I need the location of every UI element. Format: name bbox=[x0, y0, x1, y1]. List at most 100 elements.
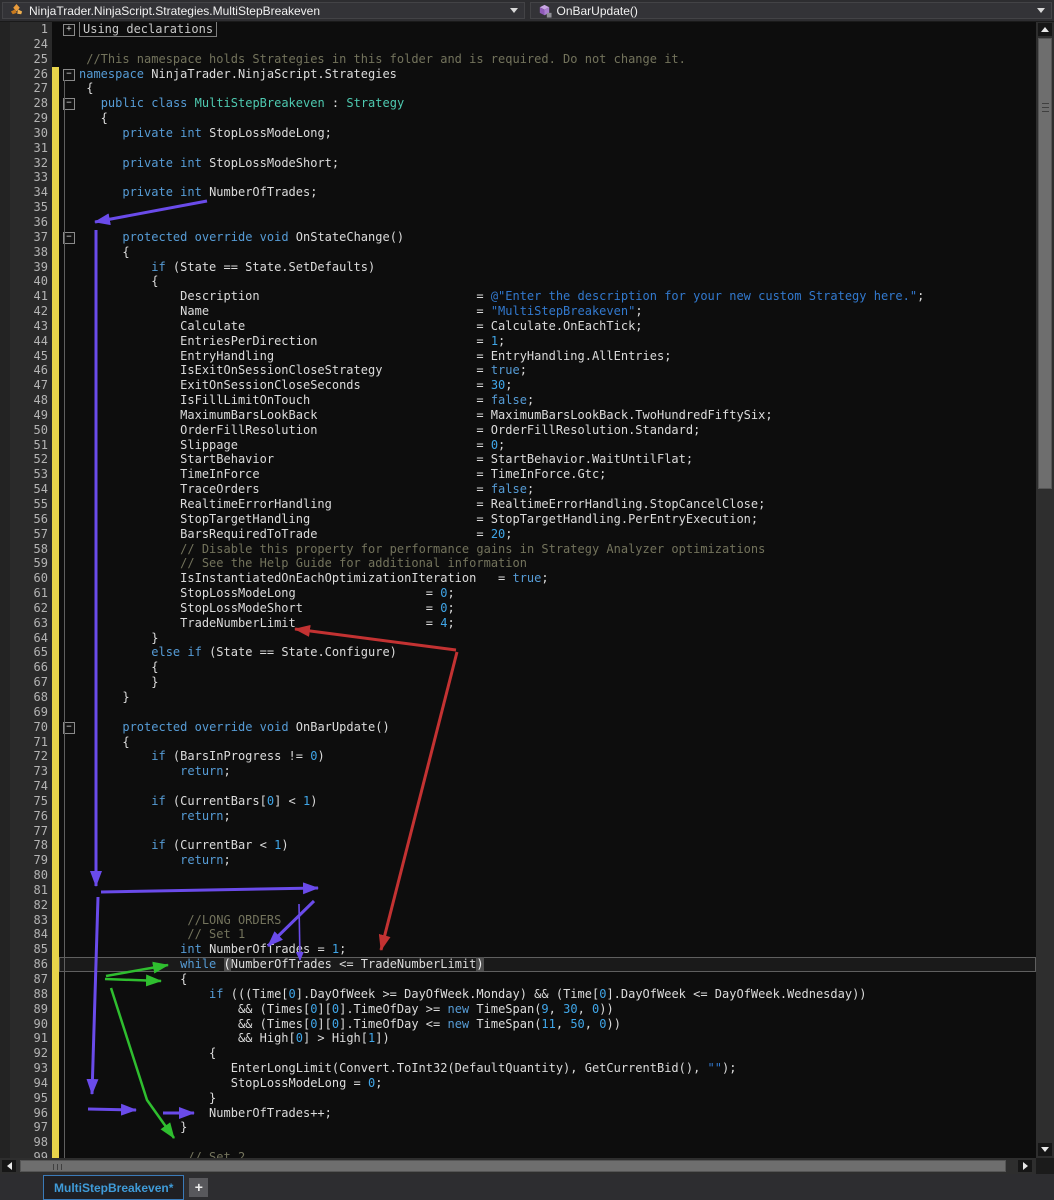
new-tab-button[interactable]: + bbox=[189, 1178, 209, 1197]
horizontal-scrollbar[interactable] bbox=[0, 1158, 1036, 1174]
fold-marker[interactable]: − bbox=[63, 721, 75, 734]
code-line-79[interactable]: 79 return; bbox=[0, 853, 1036, 869]
fold-marker[interactable]: − bbox=[63, 68, 75, 81]
scroll-left-button[interactable] bbox=[2, 1160, 16, 1172]
code-line-70[interactable]: 70− protected override void OnBarUpdate(… bbox=[0, 719, 1036, 735]
code-line-44[interactable]: 44 EntriesPerDirection = 1; bbox=[0, 333, 1036, 349]
code-line-36[interactable]: 36 bbox=[0, 214, 1036, 230]
code-line-31[interactable]: 31 bbox=[0, 140, 1036, 156]
code-line-81[interactable]: 81 bbox=[0, 882, 1036, 898]
code-line-35[interactable]: 35 bbox=[0, 200, 1036, 215]
code-line-60[interactable]: 60 IsInstantiatedOnEachOptimizationItera… bbox=[0, 571, 1036, 587]
code-line-59[interactable]: 59 // See the Help Guide for additional … bbox=[0, 556, 1036, 572]
fold-marker[interactable]: − bbox=[63, 231, 75, 244]
code-line-43[interactable]: 43 Calculate = Calculate.OnEachTick; bbox=[0, 318, 1036, 334]
code-line-77[interactable]: 77 bbox=[0, 823, 1036, 839]
code-line-58[interactable]: 58 // Disable this property for performa… bbox=[0, 541, 1036, 557]
code-line-1[interactable]: 1+Using declarations bbox=[0, 22, 1036, 37]
code-line-76[interactable]: 76 return; bbox=[0, 808, 1036, 824]
code-line-82[interactable]: 82 bbox=[0, 897, 1036, 913]
code-line-48[interactable]: 48 IsFillLimitOnTouch = false; bbox=[0, 393, 1036, 408]
code-line-65[interactable]: 65 else if (State == State.Configure) bbox=[0, 645, 1036, 661]
tab-multistepbreakeven[interactable]: MultiStepBreakeven* bbox=[43, 1175, 185, 1200]
fold-column bbox=[59, 927, 79, 942]
modified-indicator bbox=[52, 586, 59, 601]
code-line-41[interactable]: 41 Description = @"Enter the description… bbox=[0, 289, 1036, 305]
method-selector-dropdown[interactable]: OnBarUpdate() bbox=[529, 2, 1052, 19]
code-line-93[interactable]: 93 EnterLongLimit(Convert.ToInt32(Defaul… bbox=[0, 1061, 1036, 1076]
code-line-71[interactable]: 71 { bbox=[0, 734, 1036, 750]
code-line-86[interactable]: 86 while (NumberOfTrades <= TradeNumberL… bbox=[0, 957, 1036, 972]
code-line-84[interactable]: 84 // Set 1 bbox=[0, 927, 1036, 943]
code-line-97[interactable]: 97 } bbox=[0, 1120, 1036, 1136]
code-line-69[interactable]: 69 bbox=[0, 704, 1036, 720]
class-selector-dropdown[interactable]: NinjaTrader.NinjaScript.Strategies.Multi… bbox=[2, 2, 525, 19]
code-line-37[interactable]: 37− protected override void OnStateChang… bbox=[0, 229, 1036, 245]
code-line-62[interactable]: 62 StopLossModeShort = 0; bbox=[0, 600, 1036, 616]
code-line-98[interactable]: 98 bbox=[0, 1135, 1036, 1151]
code-line-26[interactable]: 26−namespace NinjaTrader.NinjaScript.Str… bbox=[0, 66, 1036, 82]
fold-marker[interactable]: + bbox=[63, 24, 75, 36]
horizontal-scroll-thumb[interactable] bbox=[20, 1160, 1006, 1172]
code-line-51[interactable]: 51 Slippage = 0; bbox=[0, 437, 1036, 453]
code-line-57[interactable]: 57 BarsRequiredToTrade = 20; bbox=[0, 526, 1036, 542]
code-line-29[interactable]: 29 { bbox=[0, 111, 1036, 126]
code-line-49[interactable]: 49 MaximumBarsLookBack = MaximumBarsLook… bbox=[0, 407, 1036, 423]
code-line-74[interactable]: 74 bbox=[0, 779, 1036, 794]
code-line-88[interactable]: 88 if (((Time[0].DayOfWeek >= DayOfWeek.… bbox=[0, 986, 1036, 1002]
code-line-80[interactable]: 80 bbox=[0, 868, 1036, 883]
vertical-scrollbar[interactable] bbox=[1036, 22, 1054, 1158]
code-line-53[interactable]: 53 TimeInForce = TimeInForce.Gtc; bbox=[0, 467, 1036, 483]
code-line-39[interactable]: 39 if (State == State.SetDefaults) bbox=[0, 259, 1036, 275]
code-line-99[interactable]: 99 // Set 2 bbox=[0, 1150, 1036, 1158]
vertical-scroll-thumb[interactable] bbox=[1038, 38, 1052, 489]
code-line-63[interactable]: 63 TradeNumberLimit = 4; bbox=[0, 615, 1036, 631]
collapsed-region-box[interactable]: Using declarations bbox=[79, 22, 218, 37]
code-line-54[interactable]: 54 TraceOrders = false; bbox=[0, 482, 1036, 497]
code-line-89[interactable]: 89 && (Times[0][0].TimeOfDay >= new Time… bbox=[0, 1001, 1036, 1017]
code-line-27[interactable]: 27 { bbox=[0, 81, 1036, 97]
code-line-92[interactable]: 92 { bbox=[0, 1046, 1036, 1062]
code-line-64[interactable]: 64 } bbox=[0, 630, 1036, 646]
code-line-38[interactable]: 38 { bbox=[0, 244, 1036, 260]
code-line-28[interactable]: 28− public class MultiStepBreakeven : St… bbox=[0, 96, 1036, 112]
code-line-33[interactable]: 33 bbox=[0, 170, 1036, 186]
code-line-73[interactable]: 73 return; bbox=[0, 764, 1036, 780]
scroll-right-button[interactable] bbox=[1018, 1160, 1032, 1172]
code-line-94[interactable]: 94 StopLossModeLong = 0; bbox=[0, 1075, 1036, 1091]
fold-marker[interactable]: − bbox=[63, 98, 75, 111]
code-line-67[interactable]: 67 } bbox=[0, 675, 1036, 690]
code-line-66[interactable]: 66 { bbox=[0, 660, 1036, 676]
code-line-42[interactable]: 42 Name = "MultiStepBreakeven"; bbox=[0, 304, 1036, 319]
scroll-down-button[interactable] bbox=[1038, 1143, 1052, 1156]
code-line-32[interactable]: 32 private int StopLossModeShort; bbox=[0, 155, 1036, 171]
code-line-90[interactable]: 90 && (Times[0][0].TimeOfDay <= new Time… bbox=[0, 1016, 1036, 1032]
code-line-40[interactable]: 40 { bbox=[0, 274, 1036, 290]
code-line-95[interactable]: 95 } bbox=[0, 1090, 1036, 1106]
code-line-56[interactable]: 56 StopTargetHandling = StopTargetHandli… bbox=[0, 511, 1036, 527]
modified-indicator bbox=[52, 526, 59, 542]
code-line-46[interactable]: 46 IsExitOnSessionCloseStrategy = true; bbox=[0, 363, 1036, 379]
code-line-55[interactable]: 55 RealtimeErrorHandling = RealtimeError… bbox=[0, 497, 1036, 512]
code-line-87[interactable]: 87 { bbox=[0, 972, 1036, 987]
code-line-61[interactable]: 61 StopLossModeLong = 0; bbox=[0, 586, 1036, 601]
modified-indicator bbox=[52, 333, 59, 349]
code-line-96[interactable]: 96 NumberOfTrades++; bbox=[0, 1105, 1036, 1121]
code-line-45[interactable]: 45 EntryHandling = EntryHandling.AllEntr… bbox=[0, 348, 1036, 364]
code-line-50[interactable]: 50 OrderFillResolution = OrderFillResolu… bbox=[0, 422, 1036, 438]
code-line-72[interactable]: 72 if (BarsInProgress != 0) bbox=[0, 749, 1036, 765]
code-line-24[interactable]: 24 bbox=[0, 36, 1036, 52]
code-line-91[interactable]: 91 && High[0] > High[1]) bbox=[0, 1031, 1036, 1047]
code-line-30[interactable]: 30 private int StopLossModeLong; bbox=[0, 125, 1036, 141]
code-line-68[interactable]: 68 } bbox=[0, 689, 1036, 705]
code-line-34[interactable]: 34 private int NumberOfTrades; bbox=[0, 185, 1036, 201]
code-line-75[interactable]: 75 if (CurrentBars[0] < 1) bbox=[0, 793, 1036, 809]
code-line-52[interactable]: 52 StartBehavior = StartBehavior.WaitUnt… bbox=[0, 452, 1036, 468]
scroll-up-button[interactable] bbox=[1038, 23, 1052, 36]
code-line-47[interactable]: 47 ExitOnSessionCloseSeconds = 30; bbox=[0, 378, 1036, 394]
code-line-25[interactable]: 25 //This namespace holds Strategies in … bbox=[0, 51, 1036, 67]
code-line-78[interactable]: 78 if (CurrentBar < 1) bbox=[0, 838, 1036, 854]
code-line-83[interactable]: 83 //LONG ORDERS bbox=[0, 912, 1036, 928]
code-line-85[interactable]: 85 int NumberOfTrades = 1; bbox=[0, 942, 1036, 958]
